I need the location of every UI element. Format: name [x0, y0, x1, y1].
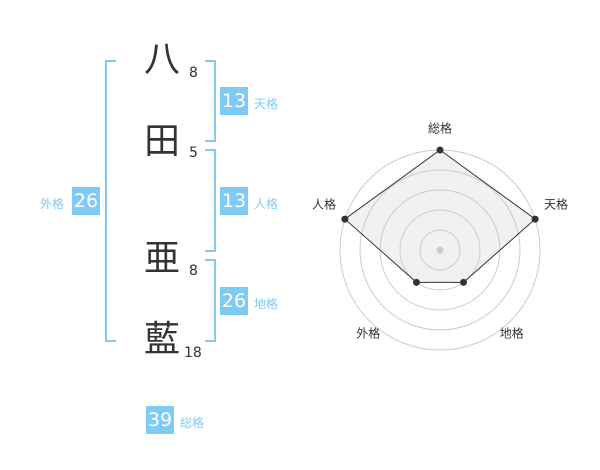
- radar-axis-label: 外格: [356, 326, 381, 341]
- jinkaku-value: 13: [220, 187, 248, 215]
- jinkaku-label: 人格: [254, 197, 279, 211]
- radar-ring: [359, 169, 521, 331]
- radar-center: [436, 246, 444, 254]
- tenkaku-bracket: [205, 60, 216, 142]
- stroke-count-1: 8: [189, 65, 198, 81]
- radar-ring: [399, 209, 481, 291]
- radar-area: [344, 149, 536, 283]
- radar-axis-label: 天格: [544, 197, 569, 212]
- soukaku-value: 39: [146, 406, 174, 434]
- name-char-2: 田: [143, 121, 180, 162]
- radar-axis-label: 地格: [499, 326, 524, 341]
- soukaku-label: 総格: [180, 416, 205, 430]
- stroke-count-4: 18: [184, 345, 202, 361]
- name-char-1: 八: [143, 39, 180, 80]
- gaikaku-bracket: [105, 60, 116, 342]
- chikaku-label: 地格: [254, 297, 279, 311]
- chikaku-bracket: [205, 259, 216, 342]
- radar-point-3: [460, 278, 468, 286]
- chikaku-value: 26: [220, 287, 248, 315]
- jinkaku-bracket: [205, 149, 216, 252]
- radar-point-5: [341, 215, 349, 223]
- tenkaku-label: 天格: [254, 97, 279, 111]
- name-char-4: 藍: [143, 319, 180, 360]
- radar-point-4: [412, 278, 420, 286]
- radar-point-2: [531, 215, 539, 223]
- gaikaku-label: 外格: [40, 197, 65, 211]
- stroke-count-2: 5: [189, 145, 198, 161]
- radar-ring: [419, 229, 461, 271]
- stroke-count-3: 8: [189, 263, 198, 279]
- tenkaku-value: 13: [220, 87, 248, 115]
- gaikaku-value: 26: [72, 187, 100, 215]
- radar-point-1: [436, 146, 444, 154]
- radar-axis-label: 総格: [427, 121, 453, 136]
- name-char-3: 亜: [143, 238, 180, 279]
- radar-axis-label: 人格: [311, 197, 336, 212]
